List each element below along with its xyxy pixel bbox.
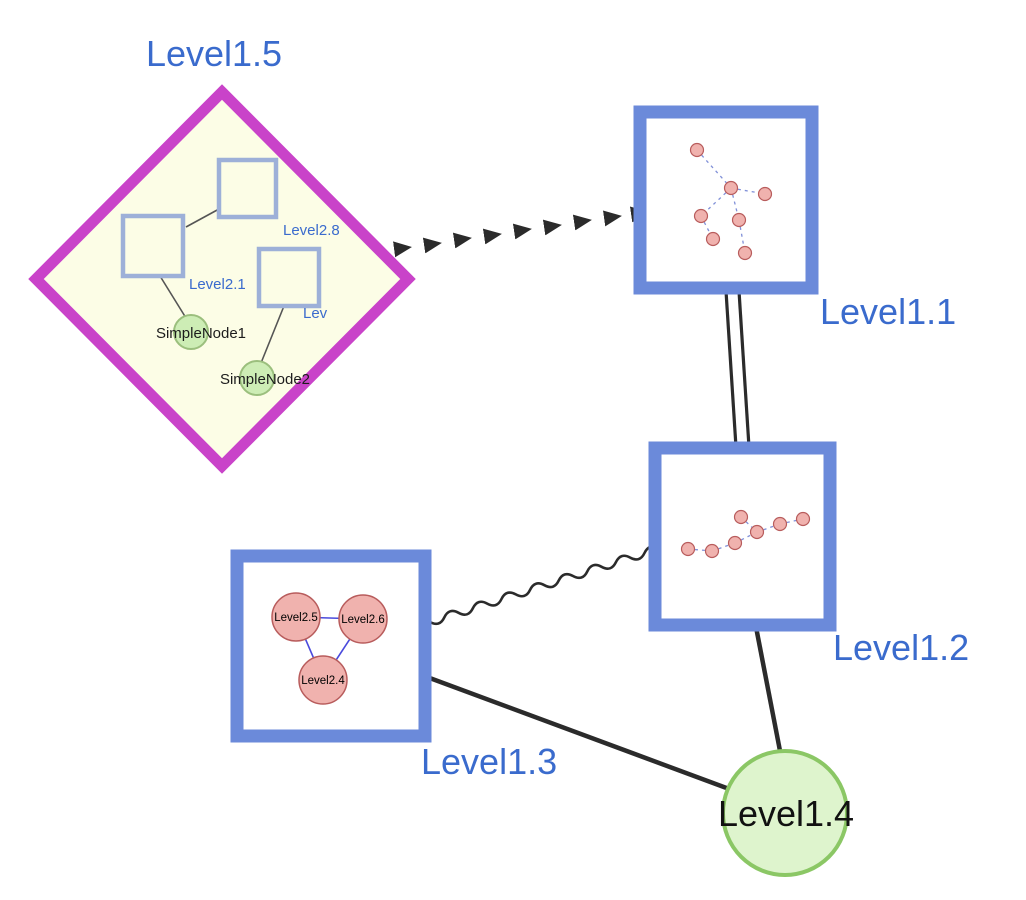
- group-label-level1-5: Level1.5: [146, 33, 282, 74]
- node-label-level2-8: Level2.8: [283, 222, 340, 239]
- group-box-level1-2[interactable]: [648, 441, 837, 632]
- node-level2-5[interactable]: [271, 592, 321, 642]
- mini-graph-node: [772, 516, 788, 532]
- group-node-level1-1[interactable]: [633, 105, 819, 295]
- node-level2-6[interactable]: [338, 594, 388, 644]
- node-label-level2-6: Level2.6: [341, 614, 384, 626]
- node-label-simple-node2: SimpleNode2: [220, 371, 310, 388]
- mini-graph-node: [733, 509, 749, 525]
- mini-graph-node: [749, 524, 765, 540]
- group-label-level1-3: Level1.3: [421, 741, 557, 782]
- edge-level15-level11[interactable]: [393, 206, 649, 258]
- mini-graph-node: [689, 142, 705, 158]
- mini-graph-node: [704, 543, 720, 559]
- edge-level13-level14[interactable]: [426, 674, 741, 796]
- mini-graph-node: [680, 541, 696, 557]
- edge-level11-level12[interactable]: [724, 290, 751, 448]
- mini-graph-node: [693, 208, 709, 224]
- node-level1-4[interactable]: Level1.4: [718, 749, 854, 877]
- mini-graph-node: [737, 245, 753, 261]
- mini-graph-nodes[interactable]: [689, 142, 773, 261]
- node-circle-level1-4[interactable]: [721, 749, 849, 877]
- inner-edges[interactable]: [159, 208, 285, 364]
- node-level2-8[interactable]: [216, 157, 279, 220]
- group-node-level1-5[interactable]: Level2.8 Level2.1 Lev SimpleNode1 Simple…: [28, 84, 416, 474]
- node-level2-1[interactable]: [120, 213, 186, 279]
- group-node-level1-2[interactable]: [648, 441, 837, 632]
- node-label-level2-truncated: Lev: [303, 305, 328, 322]
- group-box-level1-3[interactable]: [230, 549, 432, 743]
- node-label-simple-node1: SimpleNode1: [156, 325, 246, 342]
- node-simple-node1[interactable]: [173, 314, 209, 350]
- edge-level12-level14[interactable]: [753, 626, 784, 757]
- group-label-level1-1: Level1.1: [820, 291, 956, 332]
- group-node-level1-3[interactable]: Level2.5 Level2.6 Level2.4: [230, 549, 432, 743]
- node-level2-truncated[interactable]: [256, 246, 322, 309]
- node-label-level2-4: Level2.4: [301, 675, 345, 687]
- node-label-level2-5: Level2.5: [274, 612, 317, 624]
- node-simple-node2[interactable]: [239, 360, 275, 396]
- edge-level13-level12[interactable]: [429, 545, 660, 626]
- node-label-level1-4: Level1.4: [718, 793, 854, 834]
- mini-graph-node: [705, 231, 721, 247]
- mini-graph-node: [757, 186, 773, 202]
- mini-graph-node: [795, 511, 811, 527]
- mini-graph-node: [723, 180, 739, 196]
- group-box-level1-1[interactable]: [633, 105, 819, 295]
- group-label-level1-2: Level1.2: [833, 627, 969, 668]
- node-label-level2-1: Level2.1: [189, 276, 246, 293]
- mini-graph-node: [731, 212, 747, 228]
- node-level2-4[interactable]: [298, 655, 348, 705]
- diamond-shape[interactable]: [28, 84, 416, 474]
- mini-graph-nodes[interactable]: [680, 509, 811, 559]
- mini-graph-node: [727, 535, 743, 551]
